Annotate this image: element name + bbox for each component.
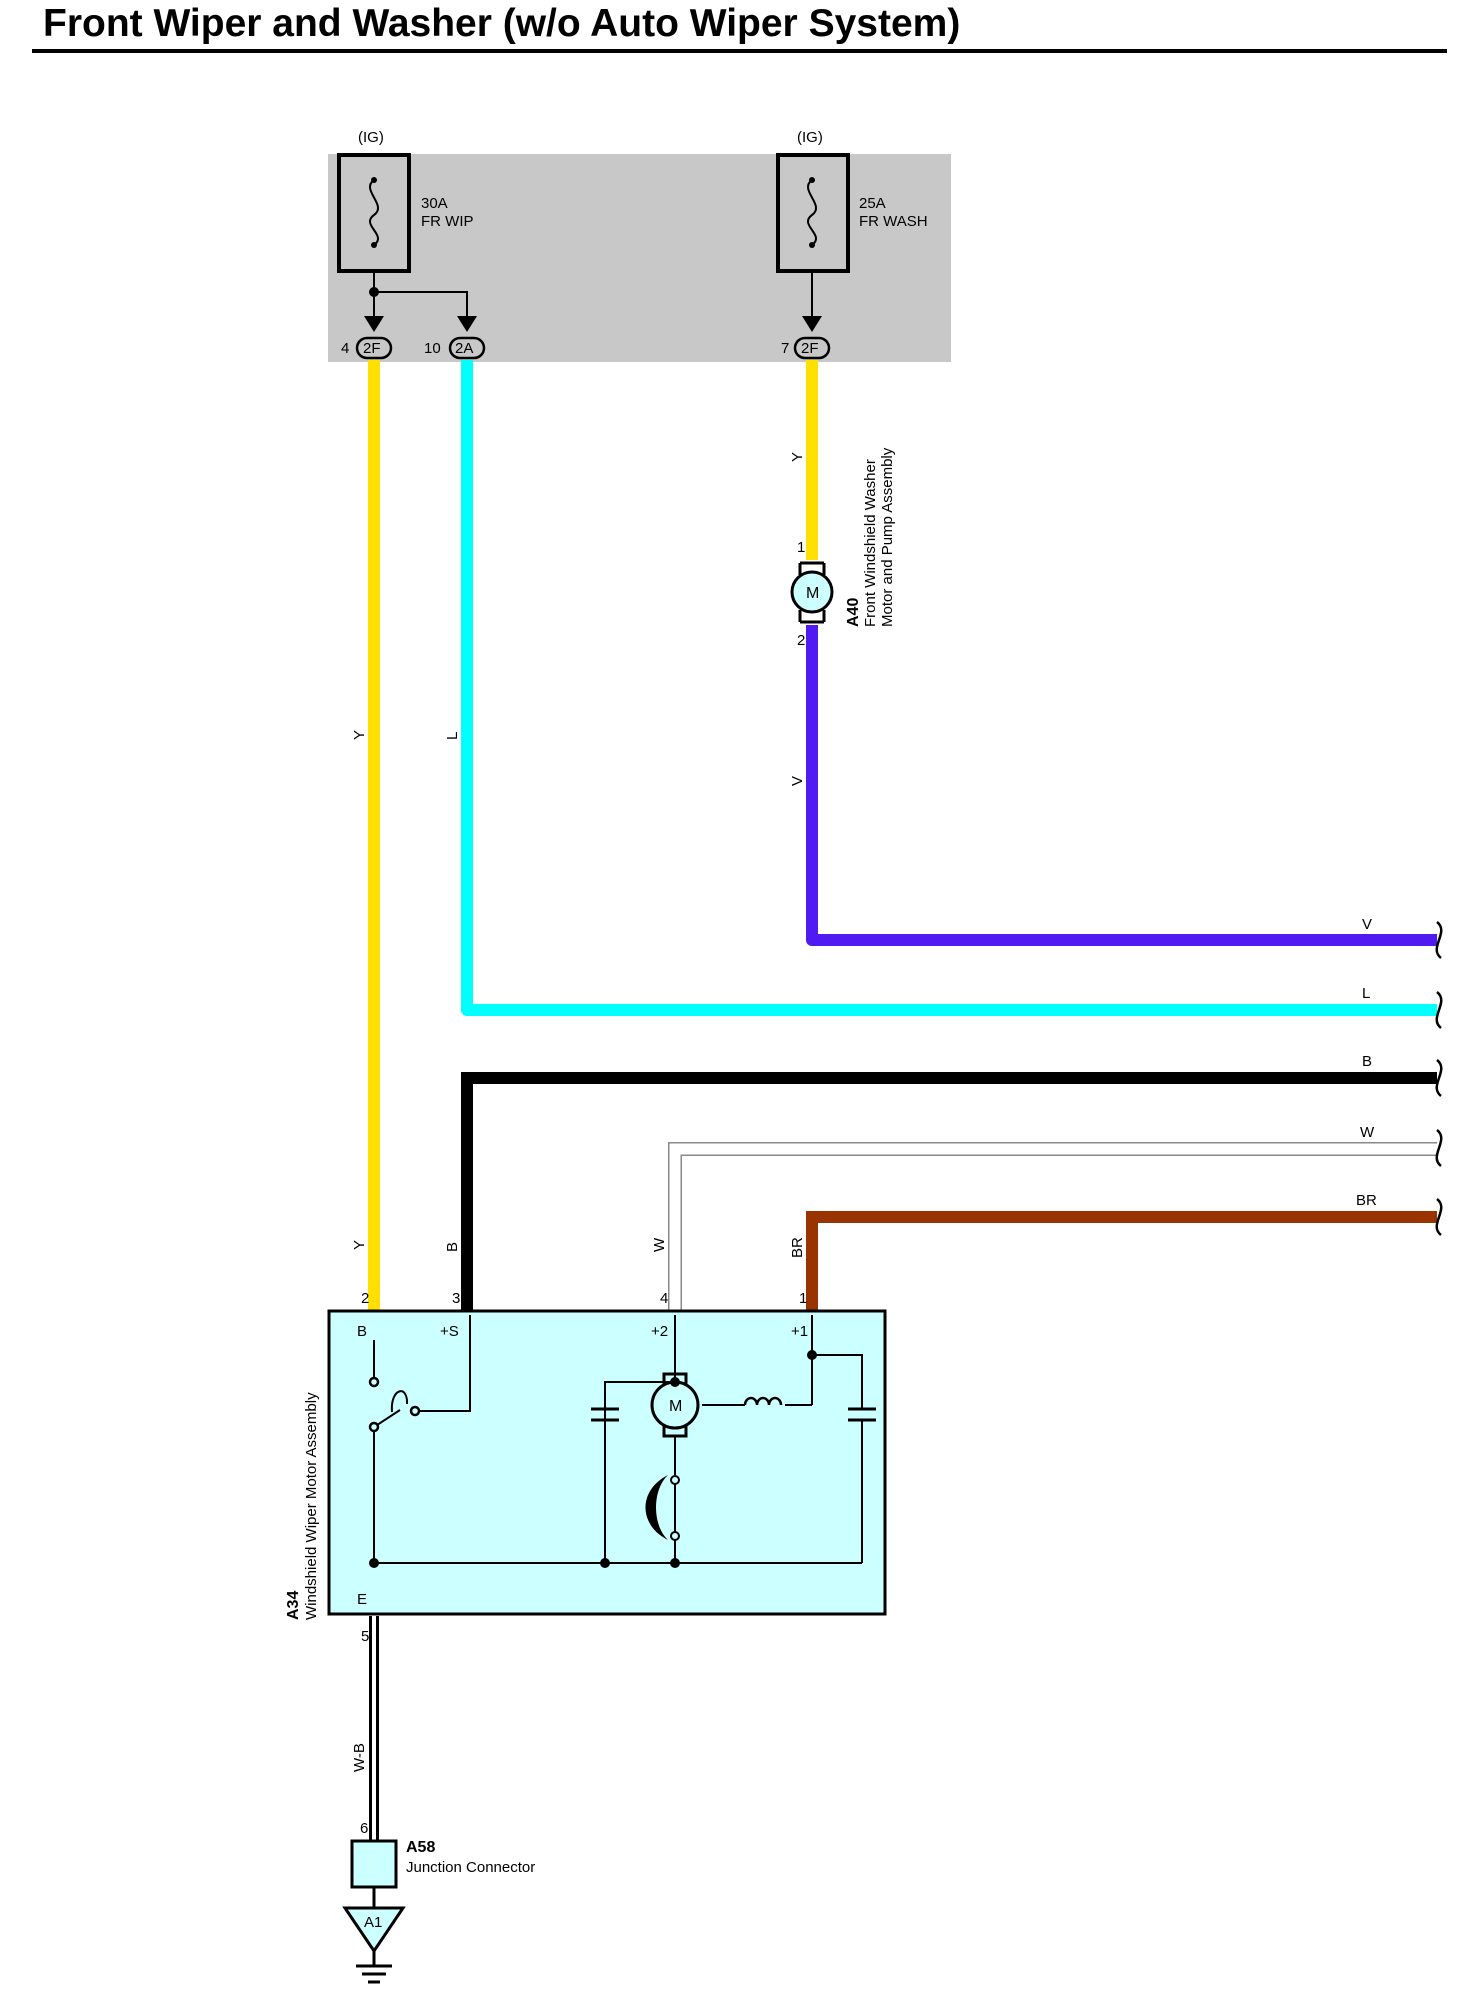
pin-number: 4	[341, 340, 349, 357]
fuse-name: FR WIP	[421, 213, 474, 230]
fuse-fr-wash: (IG) 25A FR WASH	[776, 129, 928, 273]
component-code: A40	[845, 598, 862, 627]
splice-dot	[369, 1558, 379, 1568]
terminal-label: B	[357, 1323, 367, 1340]
terminal-label: +S	[440, 1323, 459, 1340]
pin-number: 6	[360, 1820, 368, 1837]
wire-l-main	[461, 360, 1437, 1016]
arrow-icon	[457, 316, 477, 332]
ground-icon	[342, 1906, 406, 1954]
page-title: Front Wiper and Washer (w/o Auto Wiper S…	[43, 2, 961, 45]
wire-label-br-right: BR	[1356, 1192, 1377, 1209]
wire-br	[806, 1211, 1437, 1310]
capacitor-icon	[848, 1407, 876, 1422]
wire-label-l: L	[444, 732, 461, 740]
wire-label-b-right: B	[1362, 1053, 1372, 1070]
fuse-supply-label: (IG)	[797, 129, 823, 146]
connector-id: 2A	[455, 340, 473, 357]
junction-connector-7: 2F 7	[781, 336, 831, 360]
junction-connector-10: 2A 10	[424, 336, 486, 360]
connector-id: 2F	[801, 340, 819, 357]
wire-v-washer	[806, 625, 1437, 946]
pin-number: 10	[424, 340, 441, 357]
pin-number: 2	[797, 632, 805, 649]
motor-symbol: M	[806, 585, 819, 602]
component-code: A58	[406, 1839, 435, 1856]
junction-connector-a58: 6 A58 Junction Connector	[350, 1820, 535, 1889]
wire-w	[668, 1142, 1437, 1310]
switch-contact	[368, 1376, 380, 1388]
cam-switch-icon	[390, 1390, 409, 1413]
fuse-icon	[368, 179, 380, 246]
wire-label-v-right: V	[1362, 916, 1372, 933]
fuse-terminal	[809, 177, 815, 183]
terminal-label: +1	[791, 1323, 808, 1340]
terminal-label: E	[357, 1591, 367, 1608]
component-code: A34	[285, 1591, 302, 1620]
wire-label-w-down: W	[651, 1237, 668, 1252]
junction-connector-4: 2F 4	[341, 336, 393, 360]
splice-dot	[670, 1558, 680, 1568]
wire-label-wb: W-B	[351, 1743, 368, 1772]
wire-label-br-down: BR	[789, 1237, 806, 1258]
pin-number: 1	[799, 1290, 807, 1307]
wiper-motor-a34: 2 3 4 1 5 B +S +2 +1 E	[285, 1290, 887, 1645]
wire-label-v: V	[789, 776, 806, 786]
washer-motor-a40: 1 M 2 A40 Front Windshield Washer Motor …	[790, 447, 896, 649]
splice-dot	[670, 1377, 680, 1387]
wire-label-y-lower: Y	[351, 1240, 368, 1250]
wire-label-y-upper: Y	[351, 730, 368, 740]
component-name: Windshield Wiper Motor Assembly	[303, 1392, 320, 1620]
fuse-terminal	[809, 242, 815, 248]
wire-label-b-down: B	[444, 1242, 461, 1252]
component-name: Junction Connector	[406, 1859, 535, 1876]
component-name: Front Windshield Washer	[862, 459, 879, 627]
pin-number: 3	[452, 1290, 460, 1307]
fuse-rating: 30A	[421, 195, 448, 212]
motor-symbol: M	[669, 1398, 682, 1415]
wire-label-l-right: L	[1362, 985, 1370, 1002]
wire-break-marks	[1435, 921, 1443, 1236]
splice-dot	[369, 287, 379, 297]
junction-block	[328, 154, 951, 362]
fuse-terminal	[371, 242, 377, 248]
terminal-label: +2	[651, 1323, 668, 1340]
pin-number: 7	[781, 340, 789, 357]
wire-b	[461, 1072, 1437, 1310]
arrow-icon	[364, 316, 384, 332]
fuse-supply-label: (IG)	[358, 129, 384, 146]
pin-number: 4	[660, 1290, 668, 1307]
splice-dot	[807, 1350, 817, 1360]
motor-icon	[790, 570, 834, 614]
arrow-icon	[802, 316, 822, 332]
pin-number: 2	[361, 1290, 369, 1307]
splice-dot	[600, 1558, 610, 1568]
ground-a1: A1	[342, 1906, 406, 1984]
fuse-rating: 25A	[859, 195, 886, 212]
title-rule	[32, 49, 1447, 53]
wire-label-y-washer: Y	[789, 452, 806, 462]
fuse-name: FR WASH	[859, 213, 928, 230]
capacitor-icon	[591, 1407, 619, 1422]
fuse-terminal	[371, 177, 377, 183]
wire-label-w-right: W	[1360, 1124, 1375, 1141]
switch-contact	[409, 1405, 421, 1417]
connector-id: 2F	[363, 340, 381, 357]
coil-icon	[743, 1396, 783, 1406]
switch-contact	[368, 1421, 380, 1433]
pin-number: 1	[797, 539, 805, 556]
breaker-icon	[645, 1475, 680, 1541]
ground-code: A1	[364, 1914, 382, 1931]
fuse-icon	[806, 179, 818, 246]
pin-number: 5	[361, 1628, 369, 1645]
wiper-internal-circuit	[373, 1315, 863, 1564]
component-name: Motor and Pump Assembly	[879, 447, 896, 627]
